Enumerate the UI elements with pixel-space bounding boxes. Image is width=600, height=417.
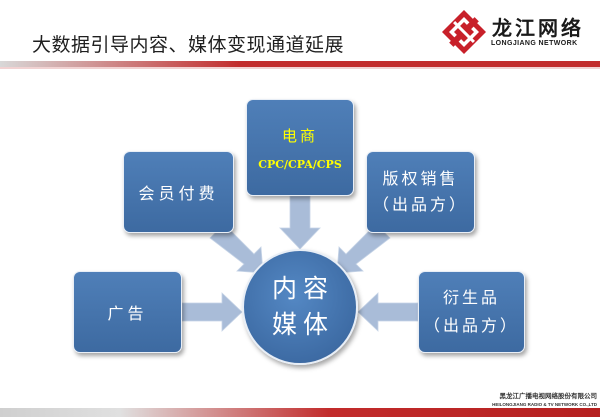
node-ecommerce-title: 电商: [281, 126, 318, 145]
arrow-down: [279, 195, 321, 250]
footer-bar: [0, 408, 600, 417]
node-derivatives-line2: （出品方）: [423, 316, 519, 335]
node-copyright-line2: （出品方）: [372, 195, 468, 214]
header-divider: [0, 61, 600, 69]
footer-company-en: HEILONGJIANG RADIO & TV NETWORK CO.,LTD: [492, 402, 597, 407]
center-line2: 媒体: [271, 310, 334, 339]
logo-name: 龙江网络: [492, 16, 584, 40]
logo-subtitle: LONGJIANG NETWORK: [491, 40, 578, 47]
node-advertising: 广告: [73, 271, 182, 353]
node-member-fee-label: 会员付费: [138, 184, 219, 203]
footer-company: 黑龙江广播电视网络股份有限公司 HEILONGJIANG RADIO & TV …: [471, 390, 597, 407]
logo-emblem-icon: [442, 10, 486, 54]
node-ecommerce-subtitle: CPC/CPA/CPS: [258, 157, 342, 171]
center-line1: 内容: [271, 274, 334, 303]
arrow-left: [181, 292, 243, 332]
node-derivatives: 衍生品 （出品方）: [418, 271, 525, 353]
node-member-fee: 会员付费: [123, 151, 234, 233]
node-derivatives-line1: 衍生品: [442, 288, 500, 307]
node-copyright-line1: 版权销售: [382, 169, 459, 188]
node-advertising-label: 广告: [107, 304, 148, 323]
footer-company-cn: 黑龙江广播电视网络股份有限公司: [499, 392, 598, 400]
node-ecommerce: 电商 CPC/CPA/CPS: [246, 99, 354, 196]
node-copyright-sales: 版权销售 （出品方）: [366, 151, 475, 233]
center-content-media: 内容 媒体: [242, 249, 358, 365]
arrow-right: [357, 292, 419, 332]
slide-title: 大数据引导内容、媒体变现通道延展: [32, 34, 345, 56]
company-logo: 龙江网络 LONGJIANG NETWORK: [440, 6, 596, 60]
